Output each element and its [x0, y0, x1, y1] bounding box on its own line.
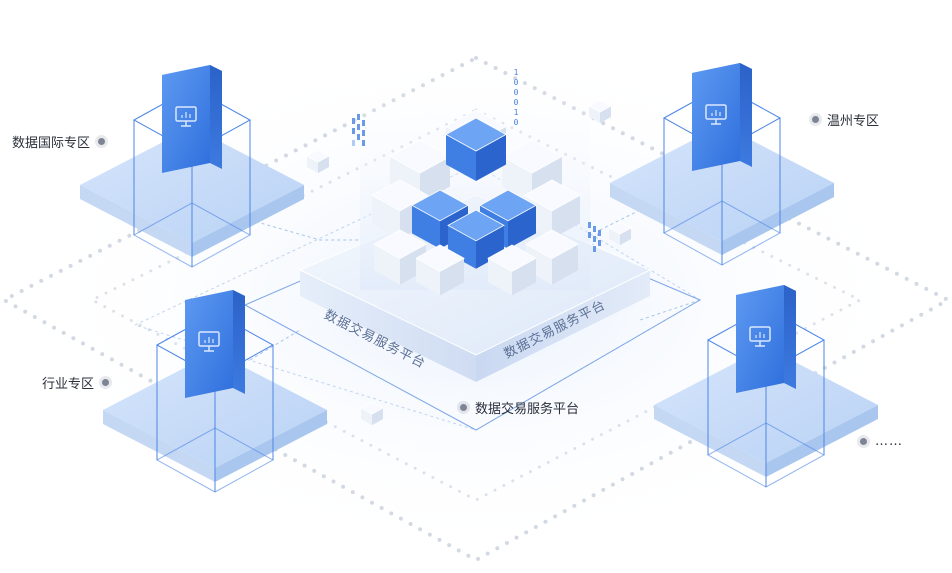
- bullet-dot-icon: [102, 379, 110, 386]
- bar-decoration-right: [588, 222, 601, 252]
- cube-white: [389, 139, 451, 203]
- small-cube: [360, 401, 384, 426]
- bar-decoration-left: [352, 114, 365, 146]
- cube-blue: [447, 209, 505, 269]
- zone-units: [80, 63, 878, 493]
- bullet-dot-icon: [812, 116, 819, 123]
- small-cube: [588, 99, 612, 124]
- zone-label-text: 行业专区: [42, 377, 95, 392]
- cube-white: [525, 229, 579, 285]
- bullet-dot-icon: [860, 438, 867, 445]
- zone-label-more: ……: [860, 434, 903, 449]
- server-monitor-icon: [692, 63, 752, 171]
- zone-wenzhou: [610, 63, 834, 266]
- zone-label-wenzhou: 温州专区: [812, 110, 879, 129]
- zone-more: [654, 285, 878, 488]
- zone-label-text: 温州专区: [827, 114, 880, 129]
- server-monitor-icon: [736, 285, 796, 393]
- cube-blue: [445, 117, 507, 181]
- binary-stream: 100010: [513, 68, 519, 127]
- floating-cubes: [306, 99, 632, 426]
- bullet-dot-icon: [460, 404, 467, 411]
- server-monitor-icon: [185, 290, 245, 398]
- zone-label-text: ……: [875, 434, 903, 449]
- server-monitor-icon: [162, 65, 222, 173]
- cube-cluster: [371, 109, 581, 296]
- cube-white: [415, 244, 465, 296]
- cube-white: [487, 244, 537, 296]
- zone-label-international: 数据国际专区: [12, 132, 106, 151]
- platform-center-label: 数据交易服务平台: [460, 398, 579, 417]
- cube-white: [373, 229, 427, 285]
- platform-center-label-text: 数据交易服务平台: [475, 402, 580, 417]
- zone-label-text: 数据国际专区: [12, 136, 91, 151]
- zone-international: [80, 65, 304, 268]
- small-cube: [306, 149, 330, 174]
- zone-industry: [103, 290, 327, 493]
- small-cube: [608, 221, 632, 246]
- zone-label-industry: 行业专区: [42, 373, 110, 392]
- bullet-dot-icon: [98, 138, 106, 145]
